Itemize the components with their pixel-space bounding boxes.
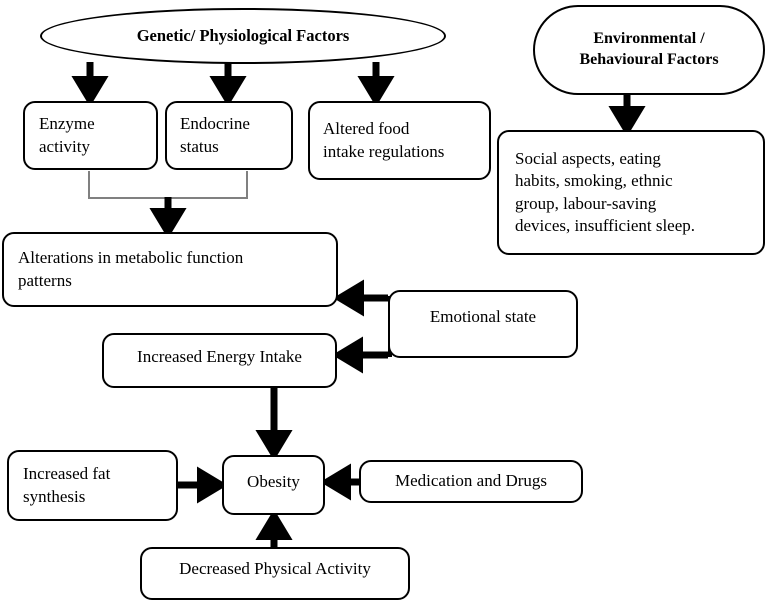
- node-obesity[interactable]: Obesity: [222, 455, 325, 515]
- node-emotional-state[interactable]: Emotional state: [388, 290, 578, 358]
- node-label: Increased fat synthesis: [23, 464, 111, 506]
- node-altered-food-intake-regulations[interactable]: Altered food intake regulations: [308, 101, 491, 180]
- node-increased-energy-intake[interactable]: Increased Energy Intake: [102, 333, 337, 388]
- bracket-enzyme-endocrine: [88, 171, 248, 199]
- node-environmental-behavioural-factors[interactable]: Environmental / Behavioural Factors: [533, 5, 765, 95]
- node-label: Decreased Physical Activity: [179, 559, 371, 579]
- node-label: Enzyme activity: [39, 114, 95, 156]
- node-label: Environmental / Behavioural Factors: [579, 30, 719, 68]
- node-label: Alterations in metabolic function patter…: [18, 248, 244, 290]
- node-decreased-physical-activity[interactable]: Decreased Physical Activity: [140, 547, 410, 600]
- node-alterations-in-metabolic-function-patterns[interactable]: Alterations in metabolic function patter…: [2, 232, 338, 307]
- node-label: Obesity: [247, 471, 300, 491]
- node-genetic-physiological-factors[interactable]: Genetic/ Physiological Factors: [40, 8, 446, 64]
- node-increased-fat-synthesis[interactable]: Increased fat synthesis: [7, 450, 178, 521]
- node-label: Altered food intake regulations: [323, 119, 445, 161]
- node-endocrine-status[interactable]: Endocrine status: [165, 101, 293, 170]
- node-label: Medication and Drugs: [394, 471, 548, 491]
- node-label: Social aspects, eating habits, smoking, …: [515, 149, 696, 235]
- node-enzyme-activity[interactable]: Enzyme activity: [23, 101, 158, 170]
- node-social-aspects[interactable]: Social aspects, eating habits, smoking, …: [497, 130, 765, 255]
- node-label: Emotional state: [429, 306, 537, 326]
- node-medication-and-drugs[interactable]: Medication and Drugs: [359, 460, 583, 503]
- node-label: Increased Energy Intake: [137, 347, 302, 367]
- node-label: Endocrine status: [180, 114, 250, 156]
- node-label: Genetic/ Physiological Factors: [136, 26, 350, 46]
